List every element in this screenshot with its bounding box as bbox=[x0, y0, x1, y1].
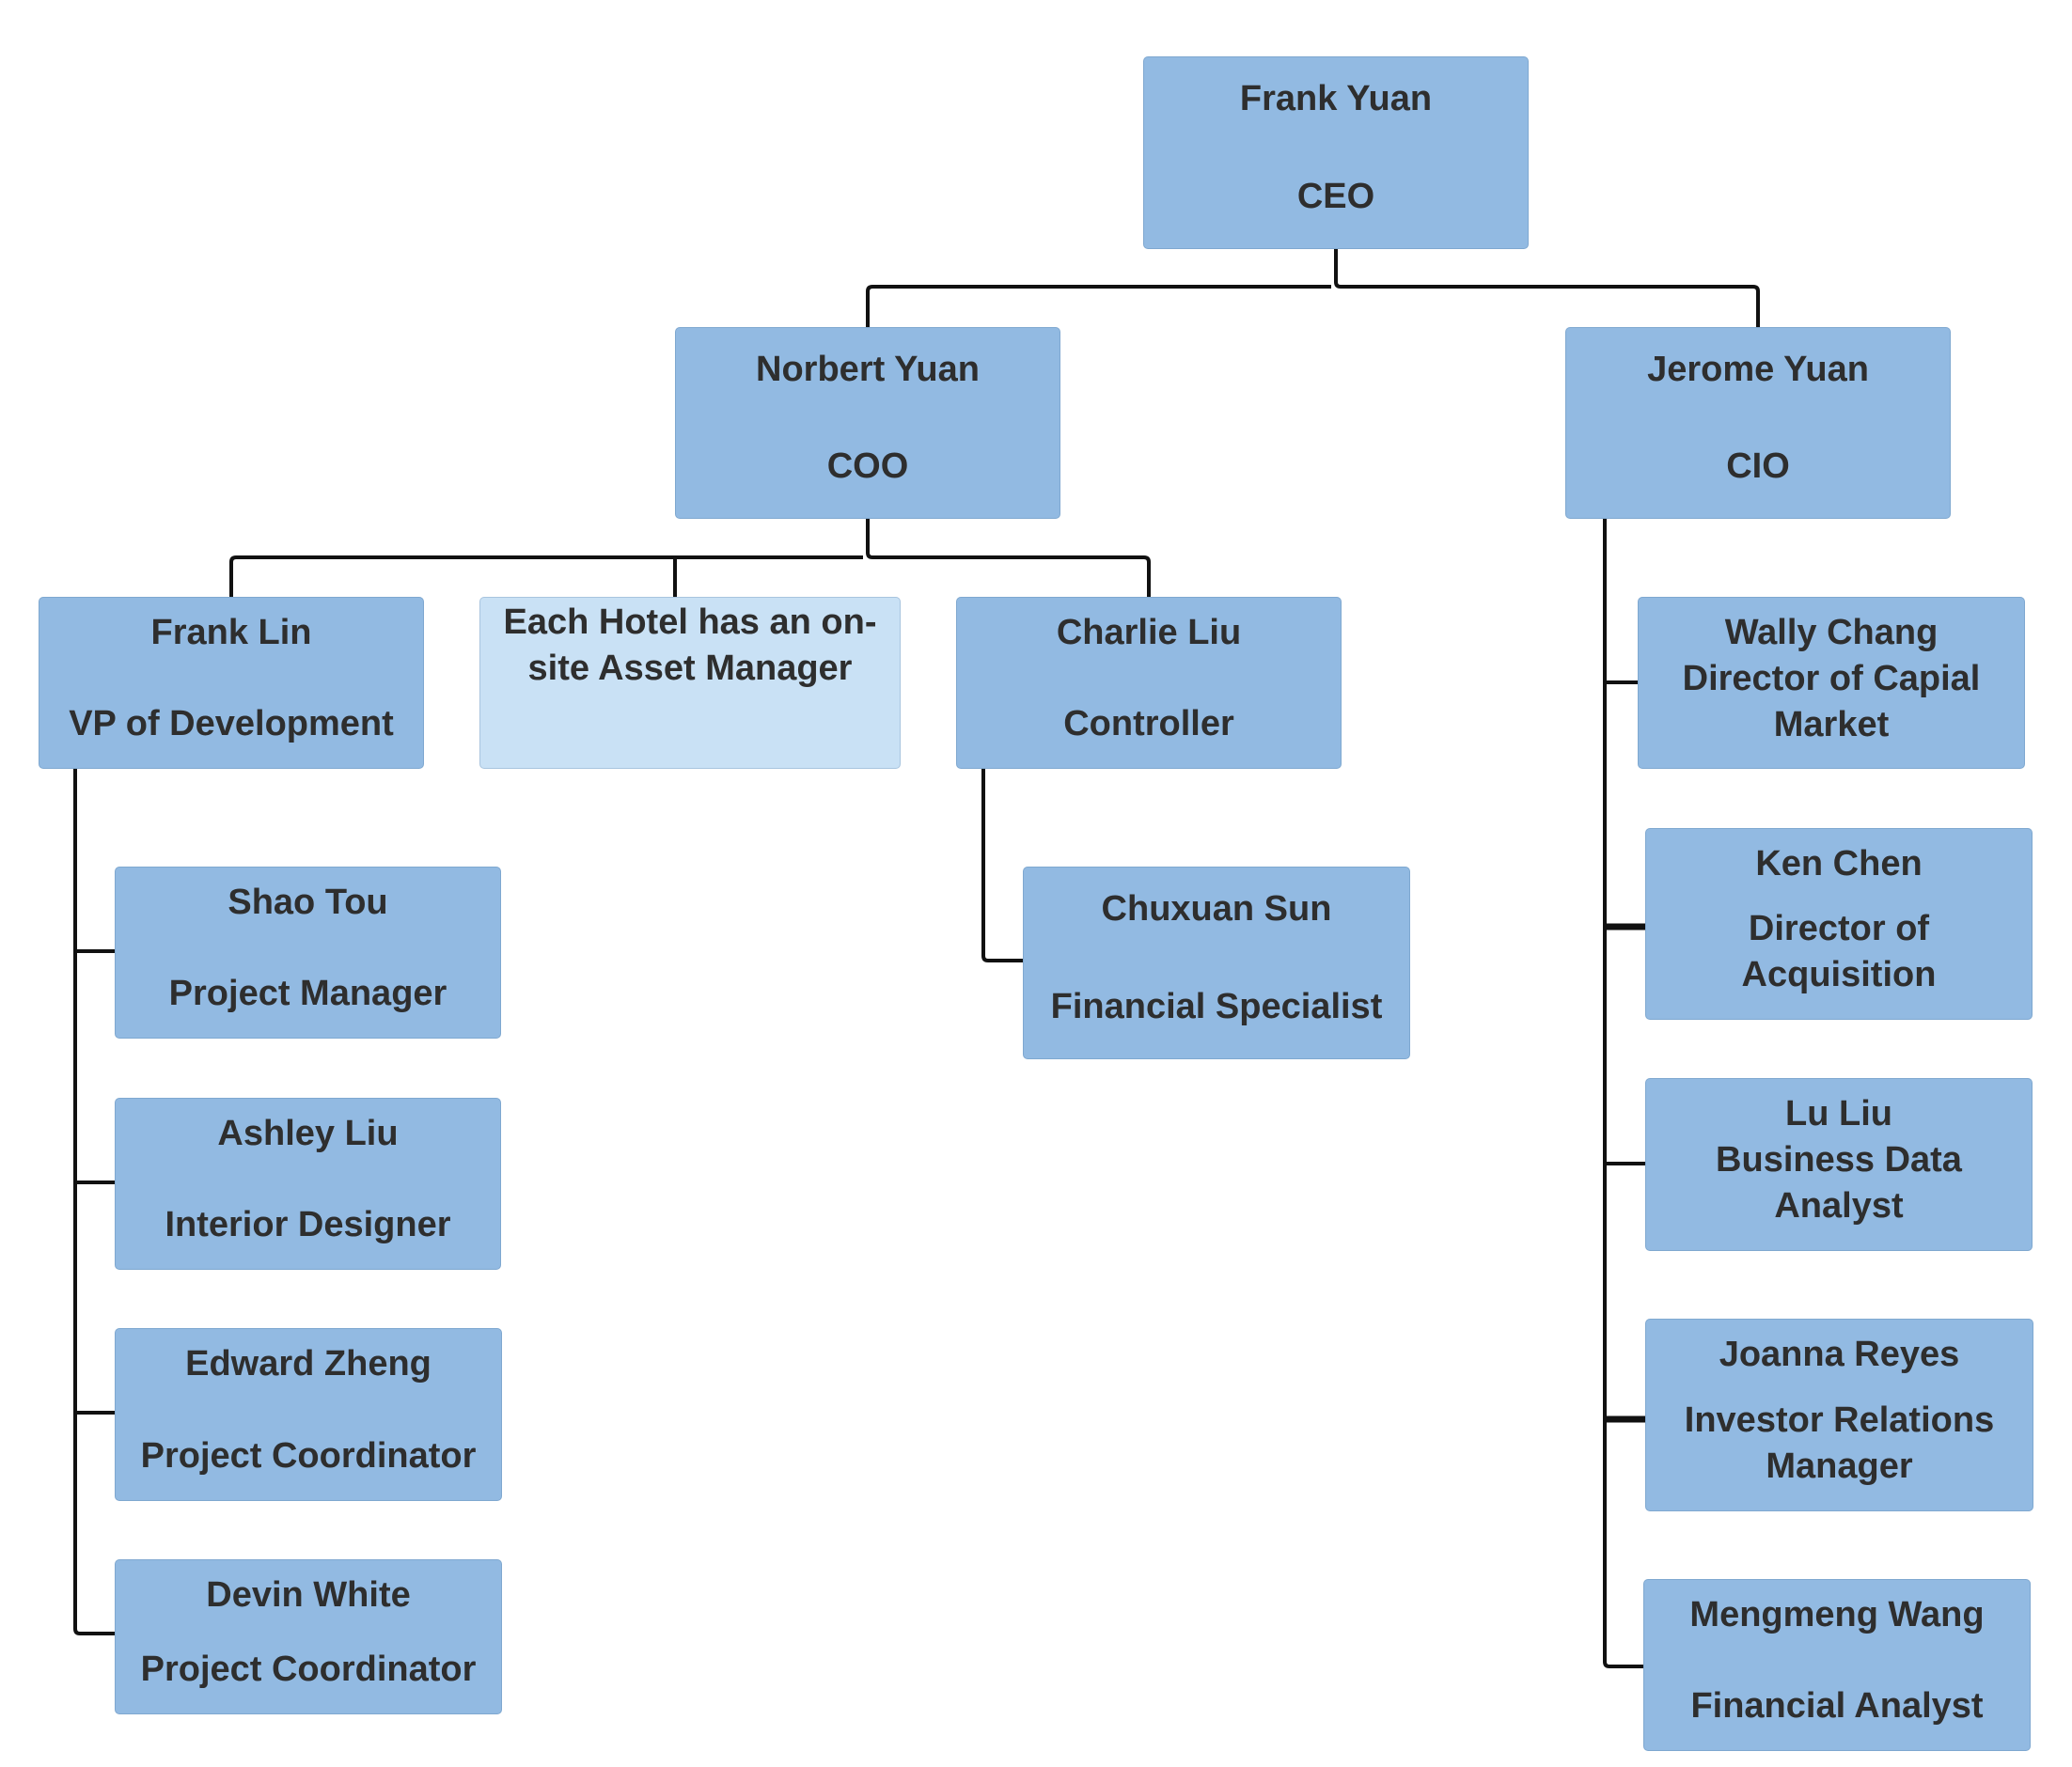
node-title: Controller bbox=[1063, 704, 1234, 743]
node-name: Norbert Yuan bbox=[756, 350, 980, 389]
node-title: Director of Capial Market bbox=[1682, 659, 1981, 744]
node-name: Charlie Liu bbox=[1056, 613, 1242, 652]
node-name: Edward Zheng bbox=[185, 1344, 432, 1384]
node-title: Financial Analyst bbox=[1690, 1686, 1984, 1726]
node-controller[interactable]: Charlie Liu Controller bbox=[956, 597, 1342, 769]
node-name: Joanna Reyes bbox=[1719, 1335, 1960, 1374]
node-title: COO bbox=[826, 446, 909, 486]
connector-ceo-coo bbox=[866, 285, 1331, 327]
node-chuxuan-sun[interactable]: Chuxuan Sun Financial Specialist bbox=[1023, 867, 1410, 1059]
node-vp-development[interactable]: Frank Lin VP of Development bbox=[39, 597, 424, 769]
node-hotel-note[interactable]: Each Hotel has an on-site Asset Manager bbox=[479, 597, 901, 769]
connector-coo-controller bbox=[872, 555, 1151, 597]
connector-vp-trunk bbox=[73, 769, 115, 1635]
connector-ceo-down bbox=[1334, 249, 1342, 289]
node-title: Financial Specialist bbox=[1050, 987, 1383, 1026]
node-name: Frank Lin bbox=[150, 613, 312, 652]
node-title: Interior Designer bbox=[165, 1205, 451, 1244]
connector-coo-down bbox=[866, 519, 873, 559]
node-joanna-reyes[interactable]: Joanna Reyes Investor Relations Manager bbox=[1645, 1319, 2033, 1511]
node-name: Wally Chang bbox=[1724, 613, 1939, 652]
node-name: Mengmeng Wang bbox=[1689, 1595, 1985, 1634]
node-title: CIO bbox=[1726, 446, 1790, 486]
note-text: Each Hotel has an on-site Asset Manager bbox=[503, 602, 877, 688]
node-wally-chang[interactable]: Wally Chang Director of Capial Market bbox=[1638, 597, 2025, 769]
node-title: Project Coordinator bbox=[140, 1650, 477, 1689]
connector-coo-vp bbox=[229, 555, 863, 597]
connector-ceo-cio bbox=[1341, 285, 1760, 327]
node-edward-zheng[interactable]: Edward Zheng Project Coordinator bbox=[115, 1328, 502, 1501]
node-name: Devin White bbox=[206, 1575, 411, 1615]
node-name: Frank Yuan bbox=[1239, 79, 1433, 118]
node-title: Project Manager bbox=[168, 974, 447, 1013]
node-name: Lu Liu bbox=[1785, 1094, 1892, 1134]
node-title: Project Coordinator bbox=[140, 1436, 477, 1476]
node-shao-tou[interactable]: Shao Tou Project Manager bbox=[115, 867, 501, 1039]
node-ceo[interactable]: Frank Yuan CEO bbox=[1143, 56, 1529, 249]
node-name: Chuxuan Sun bbox=[1101, 889, 1332, 929]
node-title: Investor Relations Manager bbox=[1684, 1400, 1995, 1486]
node-title: Director of Acquisition bbox=[1741, 909, 1937, 994]
node-lu-liu[interactable]: Lu Liu Business Data Analyst bbox=[1645, 1078, 2033, 1251]
node-title: Business Data Analyst bbox=[1716, 1140, 1962, 1226]
node-mengmeng-wang[interactable]: Mengmeng Wang Financial Analyst bbox=[1643, 1579, 2031, 1751]
node-name: Shao Tou bbox=[228, 883, 388, 922]
node-title: CEO bbox=[1296, 177, 1375, 216]
node-ashley-liu[interactable]: Ashley Liu Interior Designer bbox=[115, 1098, 501, 1270]
connector-controller-specialist bbox=[981, 769, 1023, 962]
node-name: Ken Chen bbox=[1755, 844, 1923, 884]
node-cio[interactable]: Jerome Yuan CIO bbox=[1565, 327, 1951, 519]
connector-cio-trunk bbox=[1603, 519, 1643, 1668]
node-ken-chen[interactable]: Ken Chen Director of Acquisition bbox=[1645, 828, 2033, 1020]
node-coo[interactable]: Norbert Yuan COO bbox=[675, 327, 1060, 519]
node-title: VP of Development bbox=[69, 704, 394, 743]
node-name: Jerome Yuan bbox=[1647, 350, 1869, 389]
node-name: Ashley Liu bbox=[217, 1114, 399, 1153]
node-devin-white[interactable]: Devin White Project Coordinator bbox=[115, 1559, 502, 1714]
